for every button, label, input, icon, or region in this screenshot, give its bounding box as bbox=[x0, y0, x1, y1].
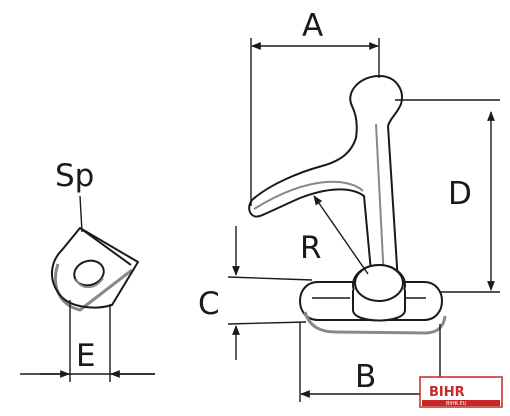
side-view bbox=[51, 227, 139, 312]
pin-head-top bbox=[354, 264, 404, 302]
label-a: A bbox=[302, 8, 323, 44]
dimension-c bbox=[227, 226, 313, 360]
watermark-subtext: BIHR.EU bbox=[446, 401, 467, 407]
side-view-hole bbox=[73, 259, 105, 287]
foot-plate bbox=[299, 281, 443, 321]
radius-r bbox=[313, 195, 369, 275]
stem-edge bbox=[375, 123, 385, 281]
hook-body bbox=[248, 75, 447, 335]
dimension-c-extension-bottom bbox=[227, 321, 307, 325]
label-sp: Sp bbox=[55, 158, 94, 194]
label-e: E bbox=[76, 338, 96, 374]
label-d: D bbox=[448, 176, 472, 212]
dimension-a bbox=[250, 38, 380, 206]
dimension-e bbox=[20, 300, 155, 382]
label-r: R bbox=[300, 230, 322, 266]
hook-inner-edge bbox=[253, 180, 364, 210]
watermark-logo: BIHR BIHR.EU bbox=[419, 376, 503, 408]
sp-leader-line bbox=[79, 195, 83, 233]
side-view-face-edge bbox=[79, 227, 132, 266]
watermark-text: BIHR bbox=[429, 385, 465, 400]
side-view-outline bbox=[51, 227, 139, 309]
dimension-c-extension-top bbox=[227, 276, 313, 281]
foot-plate-front-edge bbox=[303, 311, 447, 335]
label-c: C bbox=[198, 286, 220, 322]
dimension-d bbox=[395, 99, 500, 293]
watermark-bar bbox=[422, 400, 500, 406]
side-view-hole-inner bbox=[75, 277, 104, 289]
radius-r-leader bbox=[313, 195, 369, 275]
hook-outline bbox=[248, 75, 403, 283]
label-b: B bbox=[355, 359, 376, 395]
